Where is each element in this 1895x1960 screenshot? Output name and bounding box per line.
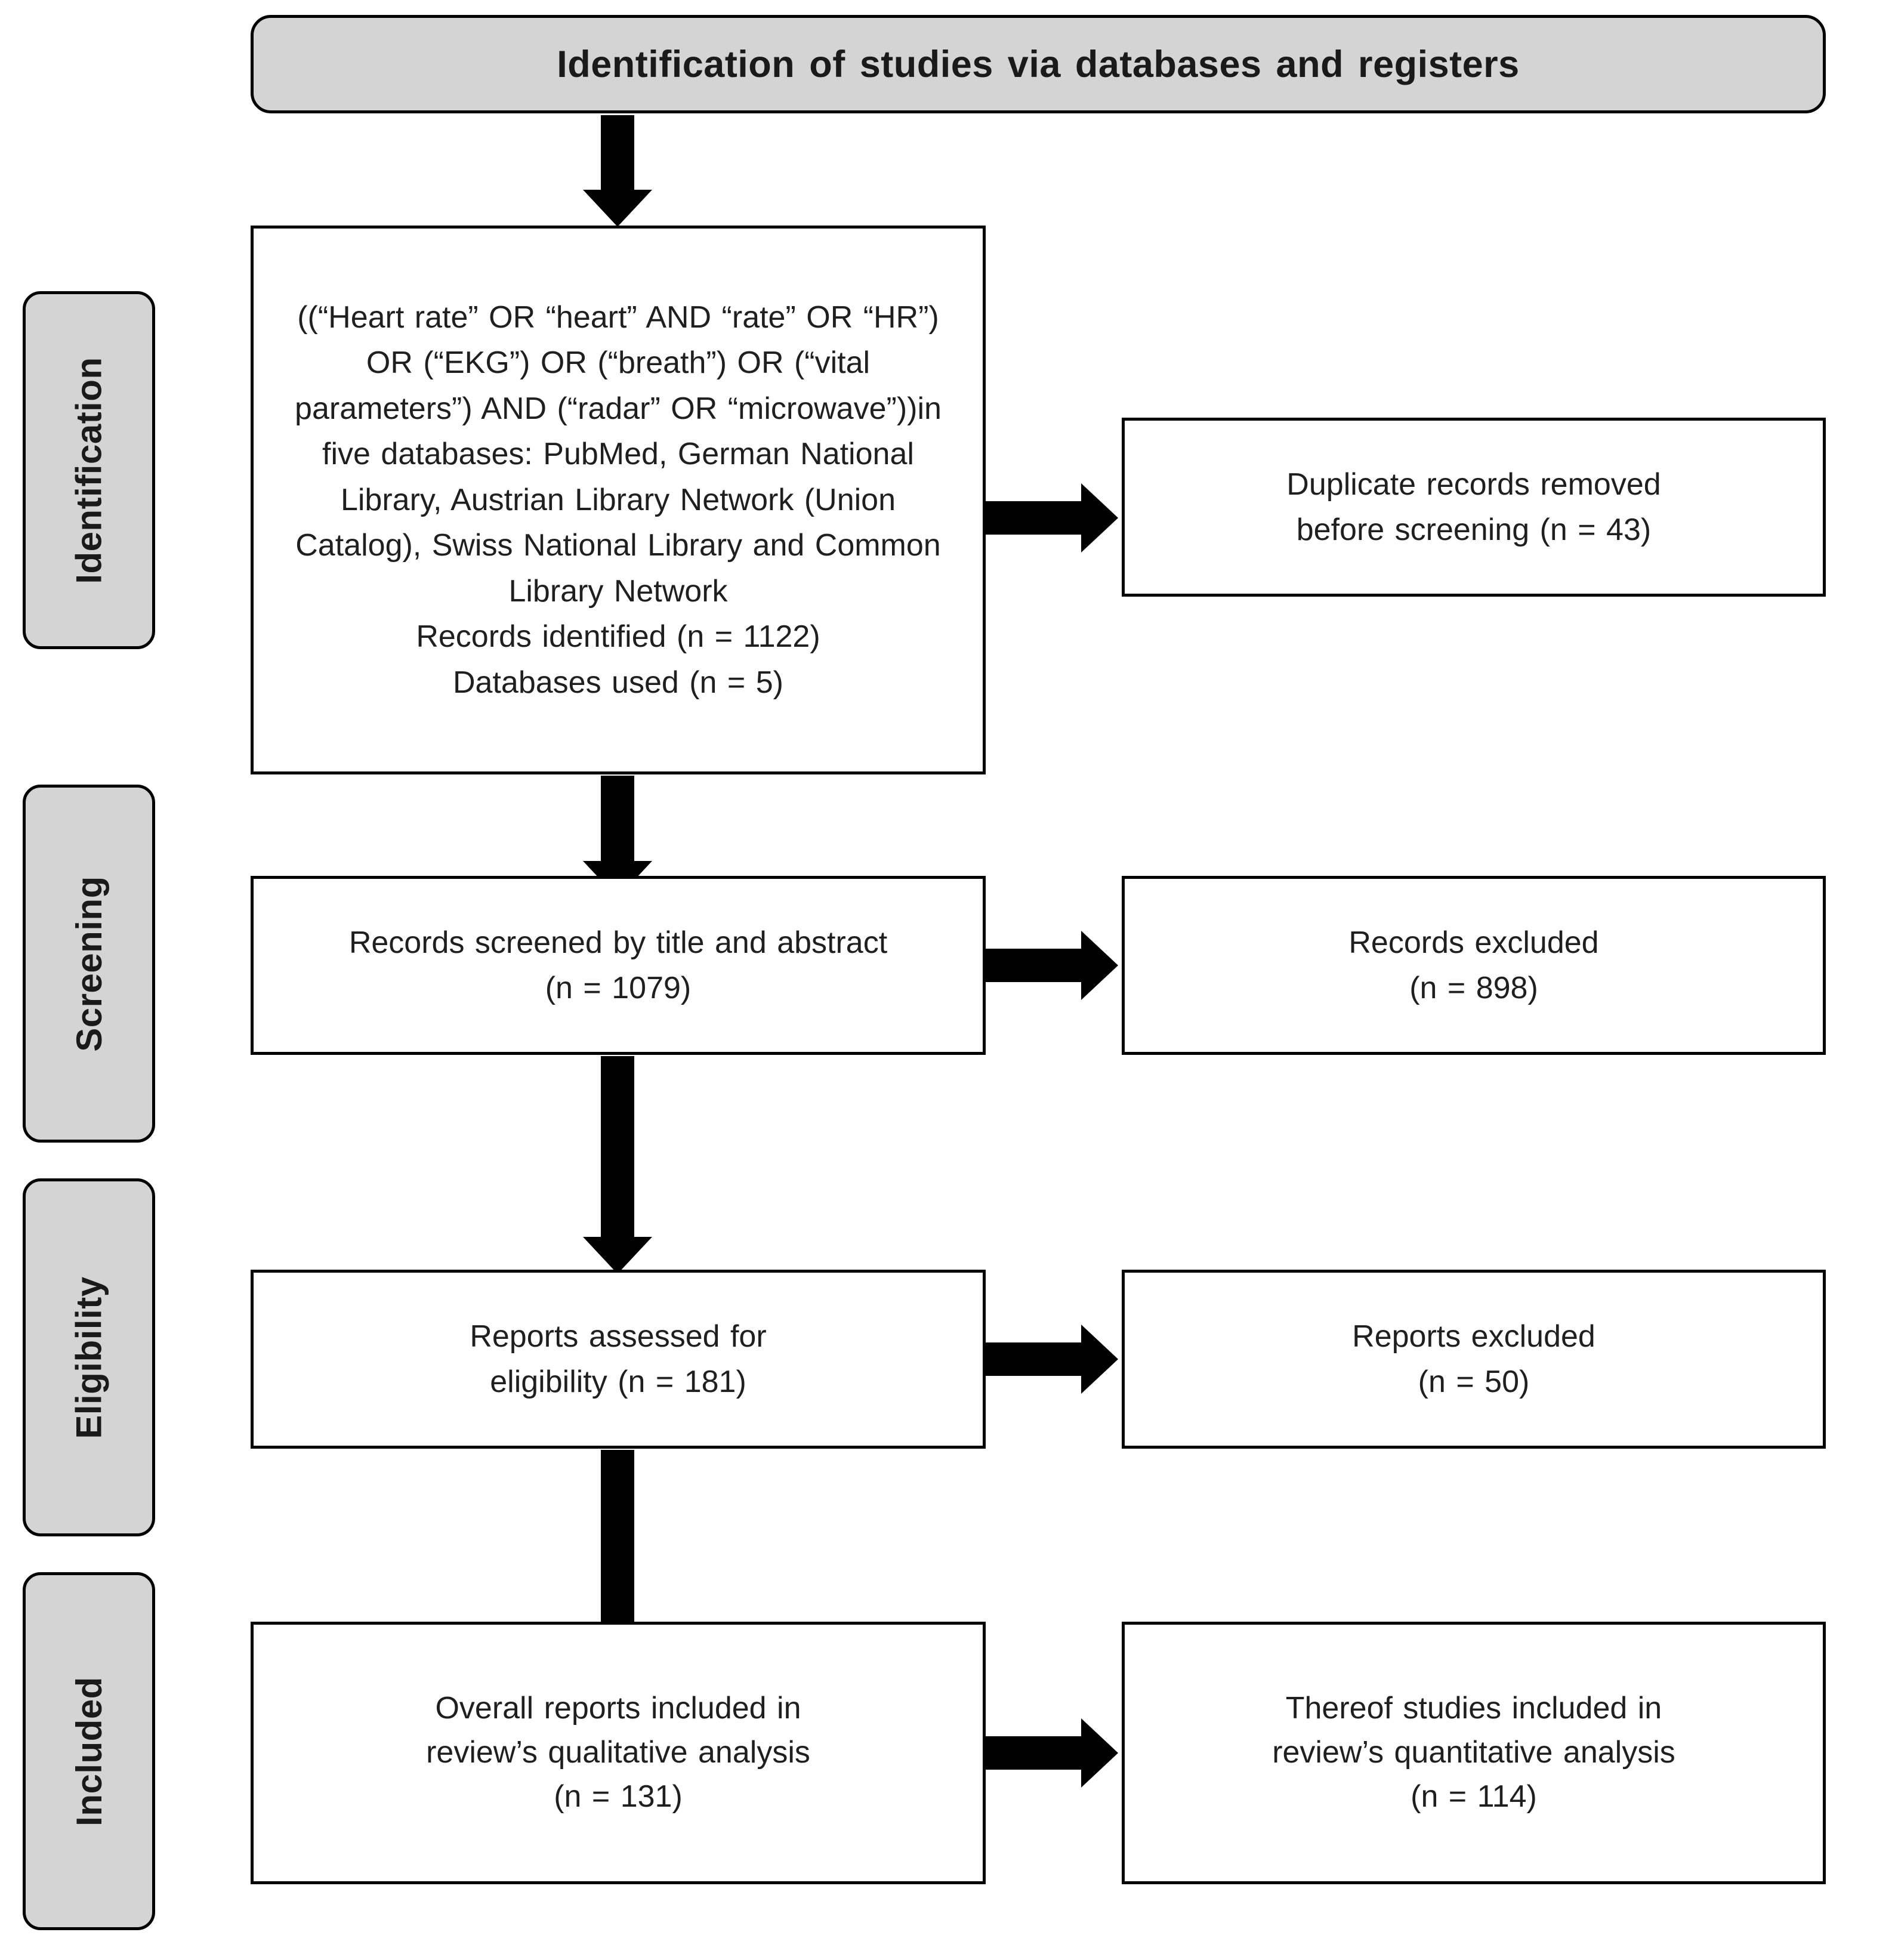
box-reports-included-text: Overall reports included in review’s qua… xyxy=(426,1691,810,1814)
page-title: Identification of studies via databases … xyxy=(557,43,1520,85)
box-records-identified: ((“Heart rate” OR “heart” AND “rate” OR … xyxy=(251,226,986,774)
box-studies-included: Thereof studies included in review’s qua… xyxy=(1122,1622,1826,1884)
stage-label-screening: Screening xyxy=(69,875,109,1052)
box-reports-included: Overall reports included in review’s qua… xyxy=(251,1622,986,1884)
box-records-screened: Records screened by title and abstract (… xyxy=(251,876,986,1055)
box-records-excluded: Records excluded (n = 898) xyxy=(1122,876,1826,1055)
box-records-identified-text: ((“Heart rate” OR “heart” AND “rate” OR … xyxy=(295,300,942,700)
box-reports-excluded-text: Reports excluded (n = 50) xyxy=(1352,1319,1595,1399)
stage-pill-identification: Identification xyxy=(23,291,155,649)
box-duplicate-records-removed-text: Duplicate records removed before screeni… xyxy=(1286,467,1661,547)
box-reports-excluded: Reports excluded (n = 50) xyxy=(1122,1270,1826,1449)
box-reports-assessed: Reports assessed for eligibility (n = 18… xyxy=(251,1270,986,1449)
box-studies-included-text: Thereof studies included in review’s qua… xyxy=(1272,1691,1675,1814)
box-duplicate-records-removed: Duplicate records removed before screeni… xyxy=(1122,418,1826,597)
stage-label-identification: Identification xyxy=(69,356,109,584)
stage-pill-screening: Screening xyxy=(23,785,155,1143)
diagram-title-banner: Identification of studies via databases … xyxy=(251,15,1826,113)
box-records-excluded-text: Records excluded (n = 898) xyxy=(1348,925,1599,1005)
stage-label-included: Included xyxy=(69,1676,109,1826)
stage-pill-included: Included xyxy=(23,1572,155,1930)
box-reports-assessed-text: Reports assessed for eligibility (n = 18… xyxy=(470,1319,767,1399)
stage-pill-eligibility: Eligibility xyxy=(23,1178,155,1536)
stage-label-eligibility: Eligibility xyxy=(69,1276,109,1439)
box-records-screened-text: Records screened by title and abstract (… xyxy=(348,925,888,1005)
